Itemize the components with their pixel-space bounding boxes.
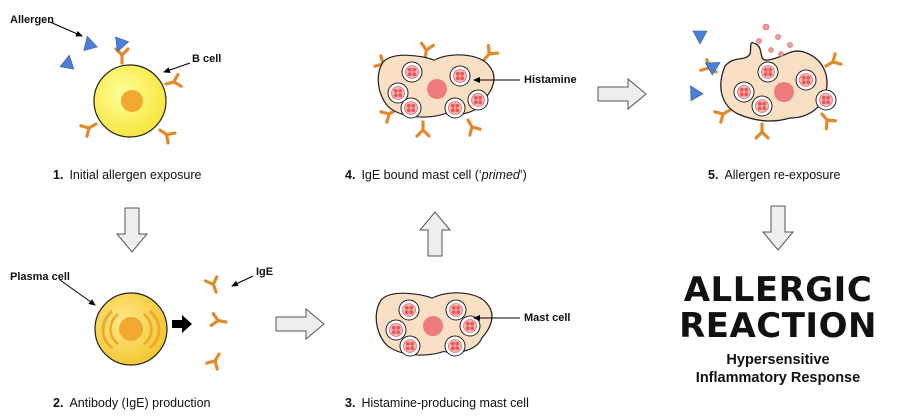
ige-label: IgE [256, 266, 274, 278]
histamine-label: Histamine [524, 74, 577, 86]
granule-icon [757, 61, 779, 83]
allergen-label: Allergen [10, 14, 55, 26]
pointer-line [163, 62, 191, 73]
step-text: IgE bound mast cell (‘ [361, 168, 482, 182]
black-arrow-icon [172, 315, 192, 333]
granule-icon [459, 315, 481, 337]
antibody-y-icon [415, 120, 431, 138]
step-4-caption: 4. IgE bound mast cell (‘primed’) [345, 168, 527, 182]
step-text-italic: primed [481, 168, 520, 182]
block-arrow-down-icon [762, 205, 794, 251]
antibody-y-icon [205, 349, 226, 371]
step-text: ’) [519, 168, 527, 182]
allergen-triangle-icon [692, 30, 708, 45]
panel-3-mast-cell [375, 292, 520, 357]
plasma-cell-label: Plasma cell [10, 271, 70, 283]
step-text: Antibody (IgE) production [69, 396, 211, 410]
allergen-triangle-icon [59, 53, 77, 70]
step-5-caption: 5. Allergen re-exposure [708, 168, 840, 182]
step-2-caption: 2. Antibody (IgE) production [53, 396, 211, 410]
antibody-y-icon [154, 123, 177, 145]
granule-icon [467, 89, 489, 111]
pointer-line [59, 279, 96, 306]
granule-icon [401, 61, 423, 83]
step-number: 3. [345, 396, 356, 410]
step-text: Allergen re-exposure [724, 168, 841, 182]
granule-icon [385, 319, 407, 341]
panel-2-ige-production [59, 275, 254, 371]
allergen-triangle-icon [684, 82, 704, 101]
outcome-subtitle-line2: Inflammatory Response [695, 370, 861, 386]
pointer-line [231, 275, 254, 287]
histamine-dot-icon [756, 23, 793, 57]
outcome-subtitle-line1: Hypersensitive [726, 352, 830, 368]
step-3-caption: 3. Histamine-producing mast cell [345, 396, 529, 410]
plasma-cell [94, 292, 168, 366]
b-cell-label: B cell [192, 53, 222, 65]
granule-icon [815, 89, 837, 111]
antibody-y-icon [461, 115, 482, 137]
mast-cell-nucleus [423, 316, 443, 336]
granule-icon [444, 97, 466, 119]
block-arrow-right-icon [597, 78, 647, 110]
granule-icon [399, 335, 421, 357]
granule-icon [449, 65, 471, 87]
block-arrow-right-icon [275, 308, 325, 340]
antibody-y-icon [209, 312, 229, 330]
granule-icon [398, 299, 420, 321]
panel-1-initial-exposure [49, 21, 191, 145]
step-number: 1. [53, 168, 64, 182]
granule-icon [445, 299, 467, 321]
antibody-y-icon [162, 72, 183, 92]
step-1-caption: 1. Initial allergen exposure [53, 168, 201, 182]
pointer-line [49, 21, 83, 37]
granule-icon [751, 95, 773, 117]
granule-icon [400, 97, 422, 119]
granule-icon [444, 335, 466, 357]
granule-icon [733, 81, 755, 103]
step-number: 4. [345, 168, 356, 182]
step-text: Histamine-producing mast cell [361, 396, 529, 410]
panel-4-primed-mast-cell [373, 41, 520, 138]
allergen-triangle-icon [80, 34, 98, 51]
step-number: 5. [708, 168, 719, 182]
antibody-y-icon [754, 122, 770, 140]
antibody-y-icon [79, 117, 101, 138]
panel-5-re-exposure [684, 23, 843, 140]
antibody-y-icon [203, 275, 224, 296]
block-arrow-down-icon [116, 207, 148, 253]
antibody-y-icon [815, 108, 838, 131]
b-cell [93, 64, 167, 138]
block-arrow-up-icon [419, 211, 451, 257]
outcome-title-line1: ALLERGIC [683, 270, 873, 310]
granule-icon [795, 69, 817, 91]
step-number: 2. [53, 396, 64, 410]
mast-cell-label: Mast cell [524, 312, 571, 324]
mast-cell-nucleus [774, 82, 794, 102]
mast-cell-nucleus [427, 79, 447, 99]
antibody-y-icon [821, 52, 843, 73]
outcome-title-line2: REACTION [679, 306, 877, 346]
step-text: Initial allergen exposure [69, 168, 202, 182]
